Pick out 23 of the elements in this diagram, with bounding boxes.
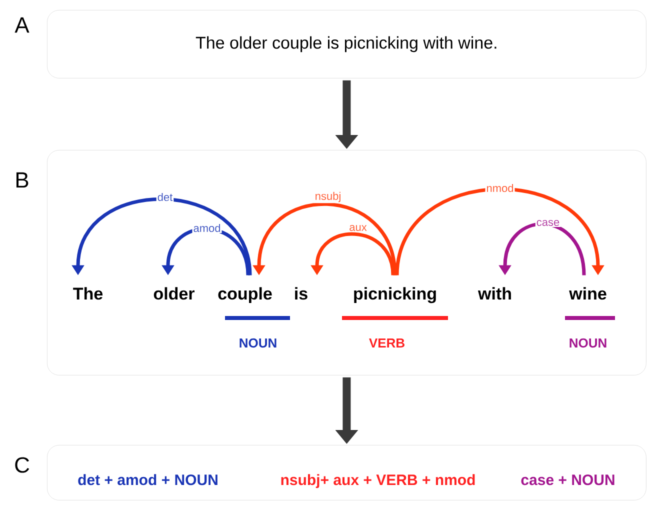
dependency-arc <box>395 187 604 276</box>
word: wine <box>569 287 606 300</box>
word: couple <box>218 287 272 304</box>
sentence-box: The older couple is picnicking with wine. <box>47 10 646 78</box>
word: older <box>154 287 195 300</box>
panel-box <box>47 445 646 500</box>
edge-label: amod <box>192 222 222 234</box>
tag-label: VERB <box>369 338 404 348</box>
tag-label: NOUN <box>570 338 606 348</box>
panel-letter: C <box>15 457 30 473</box>
word: is <box>295 287 308 300</box>
node-label: nsubj+ aux + VERB + nmod <box>281 474 475 488</box>
tag-label: NOUN <box>240 338 276 348</box>
pattern-text: det + amod + NOUN nsubj+ aux + VERB + nmod case + NOUN <box>78 474 614 488</box>
node-label: det + amod + NOUN <box>78 474 218 486</box>
panel-letter: B <box>16 172 28 188</box>
word: The <box>73 287 103 300</box>
node-label: case + NOUN <box>521 474 614 486</box>
panel-letter: A <box>14 17 30 33</box>
word: with <box>478 287 511 300</box>
word: picnicking <box>354 287 436 304</box>
panel-box <box>47 150 646 376</box>
edge-label: nmod <box>485 182 515 194</box>
